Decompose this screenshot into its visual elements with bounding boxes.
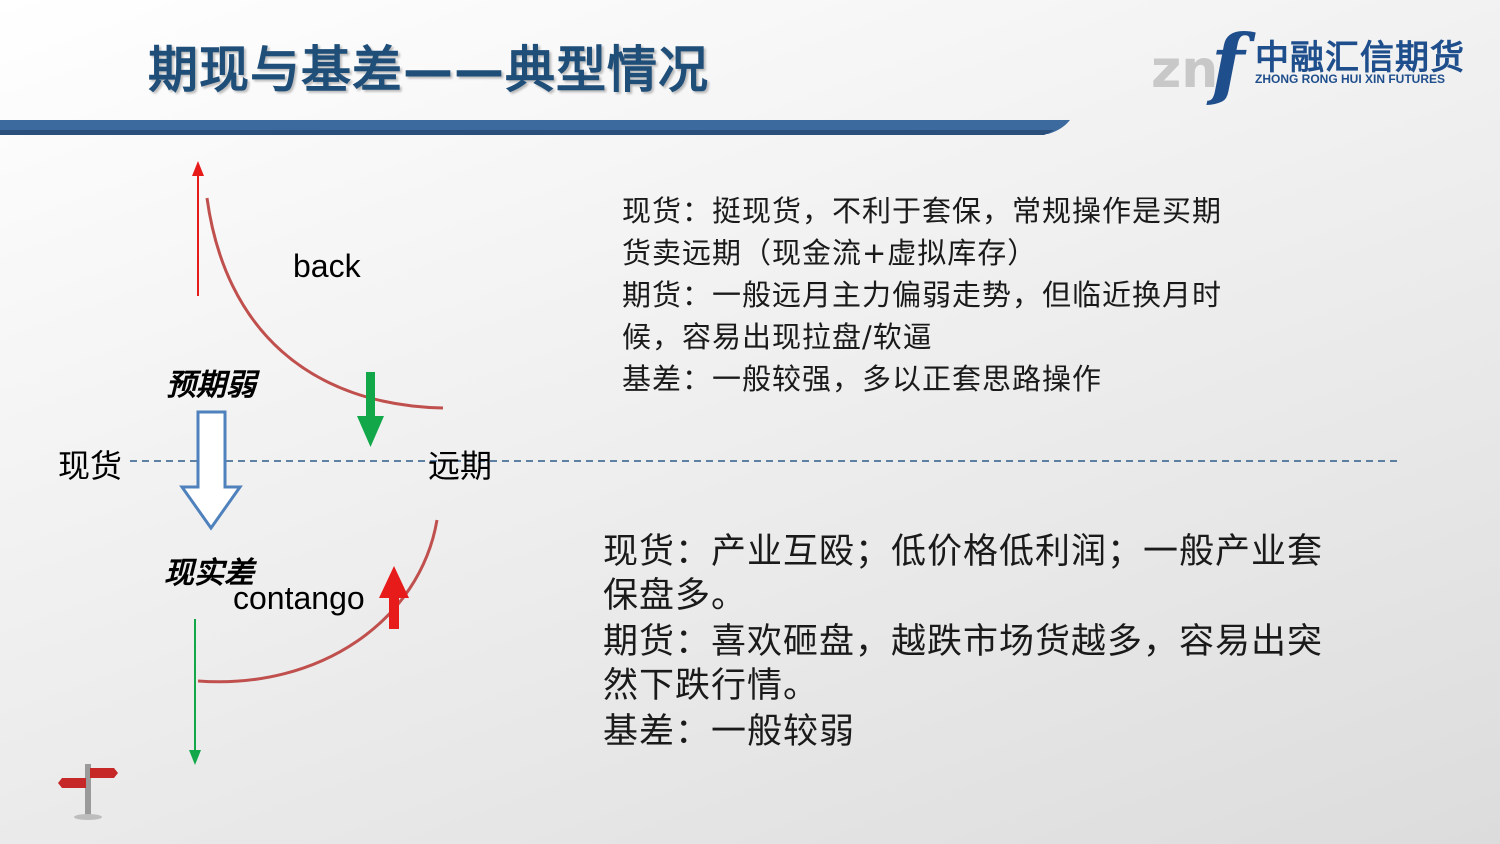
contango-note-line: 保盘多。 [603, 576, 748, 616]
back-note-line: 现货：挺现货，不利于套保，常规操作是买期 [622, 194, 1223, 228]
contango-note-line: 期货：喜欢砸盘，越跌市场货越多，容易出突 [603, 622, 1324, 662]
logo-mark-letters: zn [1151, 40, 1219, 100]
contango-label: contango [233, 580, 365, 616]
thin-up-arrow-icon [192, 161, 204, 296]
contango-note-line: 然下跌行情。 [603, 666, 820, 706]
company-logo: zn f 中融汇信期货 ZHONG RONG HUI XIN FUTURES [1145, 18, 1465, 109]
back-curve [205, 197, 444, 410]
contango-note-line: 基差：一般较弱 [603, 712, 856, 752]
back-notes: 现货：挺现货，不利于套保，常规操作是买期 货卖远期（现金流+虚拟库存） 期货：一… [622, 190, 1222, 400]
signpost-icon [58, 764, 118, 820]
logo-name-cn: 中融汇信期货 [1255, 38, 1465, 78]
forward-label: 远期 [428, 447, 493, 485]
contango-note-line: 现货：产业互殴；低价格低利润；一般产业套 [603, 532, 1324, 572]
bold-down-arrow-icon [357, 372, 384, 447]
hollow-down-arrow-icon [179, 410, 243, 531]
back-label: back [293, 248, 361, 284]
logo-name-en: ZHONG RONG HUI XIN FUTURES [1255, 72, 1446, 86]
back-note-line: 货卖远期（现金流+虚拟库存） [622, 236, 1038, 270]
reality-poor-label: 现实差 [164, 556, 254, 591]
bold-up-arrow-icon [379, 566, 409, 629]
logo-mark-f: f [1211, 18, 1245, 109]
back-note-line: 期货：一般远月主力偏弱走势，但临近换月时 [622, 278, 1223, 312]
expect-weak-label: 预期弱 [166, 368, 256, 403]
back-note-line: 基差：一般较强，多以正套思路操作 [622, 362, 1103, 396]
contango-curve [197, 519, 439, 684]
spot-label: 现货 [58, 447, 123, 485]
title-underline-bar [0, 120, 1070, 135]
slide-title: 期现与基差——典型情况 [148, 41, 709, 99]
thin-down-arrow-icon [189, 619, 201, 765]
contango-notes: 现货：产业互殴；低价格低利润；一般产业套 保盘多。 期货：喜欢砸盘，越跌市场货越… [603, 530, 1323, 754]
back-note-line: 候，容易出现拉盘/软逼 [622, 320, 933, 354]
